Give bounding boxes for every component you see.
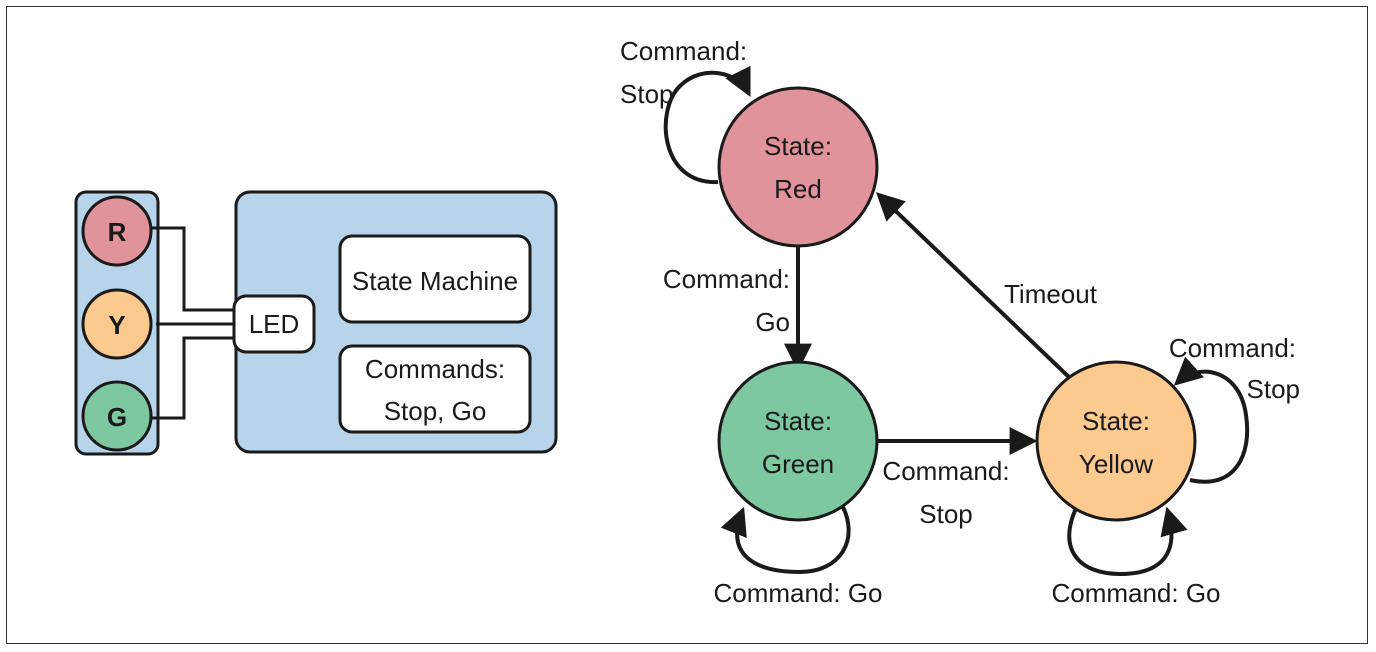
- state-red-line2: Red: [774, 174, 822, 204]
- led-box: LED: [232, 294, 316, 354]
- state-machine-label: State Machine: [352, 266, 518, 296]
- light-yellow-letter: Y: [108, 310, 125, 340]
- label-red-self-line2: Stop: [620, 79, 674, 109]
- light-yellow: Y: [81, 288, 153, 360]
- state-yellow: State: Yellow: [1035, 360, 1197, 522]
- label-red-self-line1: Command:: [620, 36, 747, 66]
- label-green-self: Command: Go: [713, 578, 882, 608]
- label-yellow-self-stop-line2: Stop: [1247, 374, 1301, 404]
- commands-label-line2: Stop, Go: [384, 396, 487, 426]
- label-red-to-green-line1: Command:: [663, 264, 790, 294]
- light-green-letter: G: [107, 402, 127, 432]
- label-green-to-yellow-line1: Command:: [882, 456, 1009, 486]
- led-label: LED: [249, 309, 300, 339]
- light-green: G: [81, 380, 153, 452]
- label-red-to-green-line2: Go: [755, 307, 790, 337]
- commands-box: Commands: Stop, Go: [338, 344, 532, 434]
- light-red-letter: R: [108, 217, 127, 247]
- light-red: R: [81, 195, 153, 267]
- state-machine-box: State Machine: [338, 234, 532, 324]
- state-red: State: Red: [717, 86, 879, 248]
- led-wires: [150, 226, 238, 420]
- label-yellow-self-stop-line1: Command:: [1169, 333, 1296, 363]
- self-loop-green-go: [720, 504, 851, 575]
- state-red-line1: State:: [764, 131, 832, 161]
- label-yellow-self-go: Command: Go: [1051, 578, 1220, 608]
- label-yellow-to-red: Timeout: [1004, 279, 1098, 309]
- state-yellow-line1: State:: [1082, 406, 1150, 436]
- state-yellow-line2: Yellow: [1079, 449, 1153, 479]
- state-green-line1: State:: [764, 406, 832, 436]
- label-green-to-yellow-line2: Stop: [919, 499, 973, 529]
- self-loop-red-stop: [663, 65, 751, 185]
- transition-yellow-to-red: [875, 192, 1074, 382]
- commands-label-line1: Commands:: [365, 354, 505, 384]
- self-loop-yellow-go: [1067, 503, 1188, 577]
- self-loop-yellow-stop: [1173, 356, 1250, 484]
- state-green: State: Green: [717, 360, 879, 522]
- state-green-line2: Green: [762, 449, 834, 479]
